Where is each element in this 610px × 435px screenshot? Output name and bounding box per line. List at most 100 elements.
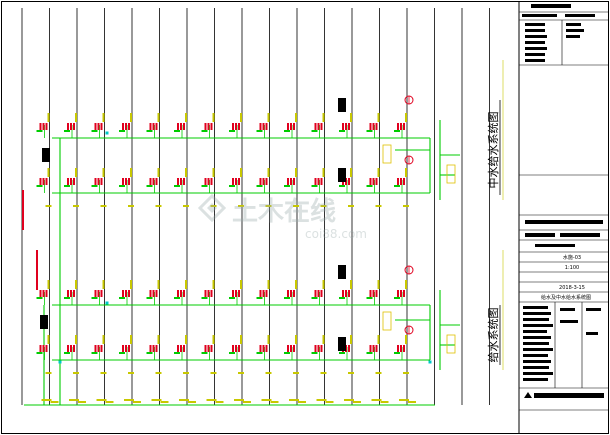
label-mark [240,168,242,177]
valve-mark [375,290,378,297]
label-mark [339,185,345,187]
label-mark [295,168,297,177]
watermark-sub: coi88.com [305,227,367,241]
redacted-field [560,233,600,237]
valve-mark [369,123,372,130]
fixture-cluster [146,168,160,193]
valve-mark [290,345,292,352]
mid-label-mark [45,372,52,374]
mid-label-mark [265,372,272,374]
valve-mark [45,345,48,352]
fixture-cluster [229,113,242,138]
annotation-mark [42,148,50,162]
fixture-cluster [36,113,50,138]
fixture-cluster [146,280,160,305]
label-mark [322,113,325,122]
valve-mark [100,290,103,297]
valve-mark [177,178,179,185]
valve-mark [235,290,237,297]
valve-mark [42,290,45,297]
mid-label-mark [45,205,52,207]
mid-label-mark [403,205,409,207]
valve-mark [262,123,265,130]
label-mark [64,352,70,354]
valve-mark [207,345,210,352]
label-mark [295,335,297,344]
fixture-cluster [229,335,242,360]
label-mark [174,130,180,132]
valve-mark [73,345,75,352]
label-mark [311,130,318,132]
label-mark [146,297,153,299]
label-mark [201,352,208,354]
redacted-field [586,308,601,311]
label-mark [405,113,407,122]
valve-mark [70,178,72,185]
label-mark [267,280,270,289]
label-mark [91,130,98,132]
valve-mark [155,345,158,352]
drawing-date: 2018-3-15 [559,285,585,291]
label-mark [212,335,215,344]
label-mark [75,168,77,177]
valve-mark [262,290,265,297]
drawing-name: 给水及中水给水系统图 [541,294,591,301]
redacted-field [560,308,575,311]
valve-mark [259,290,262,297]
valve-mark [232,345,234,352]
valve-mark [259,345,262,352]
valve-mark [317,345,320,352]
label-mark [91,352,98,354]
bottom-label-mark [316,399,327,401]
fixture-cluster [311,113,325,138]
valve-mark [265,345,268,352]
annotation-mark [338,337,346,351]
redacted-field [560,320,578,323]
valve-mark [73,290,75,297]
label-mark [146,130,153,132]
valve-mark [320,345,323,352]
mid-label-mark [265,205,272,207]
redacted-field [523,324,553,327]
label-mark [201,297,208,299]
label-mark [185,335,187,344]
title-block: 水施-03 1:100 2018-3-15 给水及中水给水系统图 [518,1,609,434]
fixture-cluster [311,335,325,360]
label-mark [229,297,235,299]
valve-mark [210,123,213,130]
valve-mark [238,123,240,130]
label-mark [102,113,105,122]
valve-mark [372,290,375,297]
valve-mark [149,290,152,297]
label-mark [394,352,400,354]
label-mark [47,280,50,289]
redacted-field [523,306,548,309]
valve-mark [97,345,100,352]
fixture-cluster [256,280,270,305]
title-block-redacted-fields [522,4,603,381]
bottom-label-mark [344,399,354,401]
redacted-field [523,312,551,315]
mid-label-mark [293,372,299,374]
label-mark [350,168,352,177]
bottom-label-mark [188,401,196,403]
label-mark [366,185,373,187]
valve-mark [314,178,317,185]
valve-mark [320,178,323,185]
redacted-field [565,14,595,17]
valve-mark [97,178,100,185]
valve-mark [67,178,69,185]
valve-mark [97,290,100,297]
valve-mark [128,290,130,297]
bottom-label-mark [105,401,114,403]
fixture-cluster [284,168,297,193]
mid-label-mark [128,205,134,207]
fixture-cluster [119,113,132,138]
fixture-cluster [36,168,50,193]
redacted-field [523,342,549,345]
fixture-cluster [119,168,132,193]
mid-label-mark [320,372,327,374]
fixture-cluster [394,113,407,138]
label-mark [377,113,380,122]
